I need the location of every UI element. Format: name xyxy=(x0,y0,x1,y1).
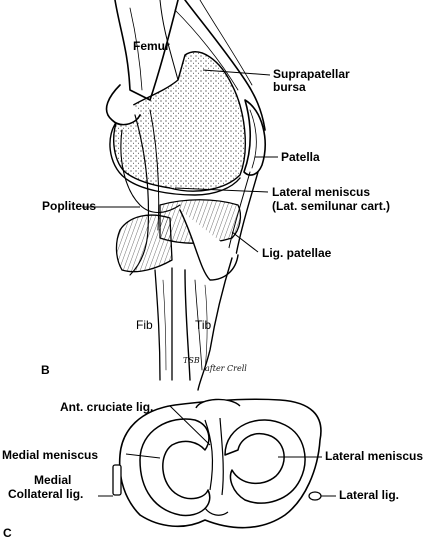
label-lateral-meniscus-plateau: Lateral meniscus xyxy=(325,449,424,463)
label-lat-semilunar: (Lat. semilunar cart.) xyxy=(272,199,391,213)
label-lateral-lig: Lateral lig. xyxy=(339,488,400,502)
label-ant-cruciate: Ant. cruciate lig. xyxy=(60,400,154,414)
label-medial-meniscus: Medial meniscus xyxy=(2,448,99,462)
leader-lines-plateau xyxy=(98,405,336,497)
panel-label-c: C xyxy=(3,526,12,540)
label-patella: Patella xyxy=(281,150,320,164)
label-fib: Fib xyxy=(136,318,153,332)
signature-initials: TSB xyxy=(183,356,200,365)
panel-label-b: B xyxy=(41,363,50,377)
label-bursa: bursa xyxy=(273,80,306,94)
label-lig-patellae: Lig. patellae xyxy=(262,246,332,260)
label-lateral-meniscus-knee: Lateral meniscus xyxy=(272,185,371,199)
leader-lines-knee xyxy=(82,69,278,253)
label-popliteus: Popliteus xyxy=(42,199,97,213)
label-suprapatellar: Suprapatellar xyxy=(273,67,350,81)
knee-lateral-view xyxy=(105,0,266,391)
label-collateral-lig: Collateral lig. xyxy=(8,487,84,501)
label-femur: Femur xyxy=(133,39,170,53)
label-medial: Medial xyxy=(34,473,72,487)
label-tib: Tib xyxy=(195,318,212,332)
signature-after: after Crell xyxy=(205,364,247,373)
tibial-plateau-view xyxy=(112,398,322,529)
